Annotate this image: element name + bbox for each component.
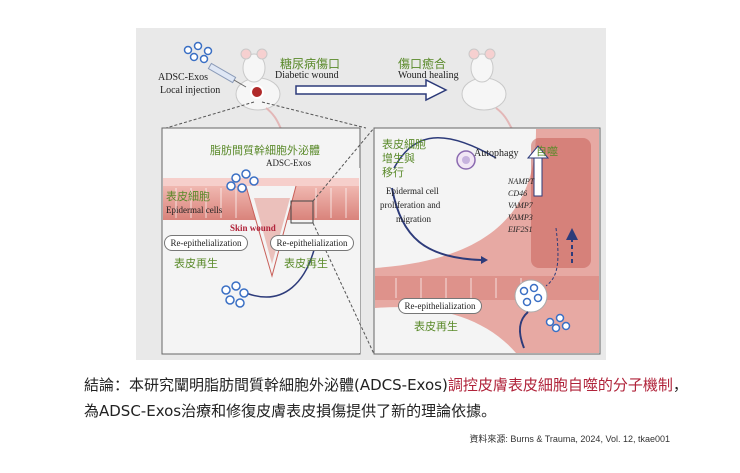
prolif-zh-3: 移行 bbox=[382, 166, 404, 179]
caption-part1: 結論：本研究闡明脂肪間質幹細胞外泌體(ADCS-Exos) bbox=[84, 376, 448, 394]
reepi-right-panel-label: Re-epithelialization bbox=[398, 298, 482, 314]
skin-wound-label: Skin wound bbox=[230, 223, 276, 233]
reepi-right-label: Re-epithelialization bbox=[270, 235, 354, 251]
healing-arrow-icon bbox=[295, 78, 448, 102]
caption: 結論：本研究闡明脂肪間質幹細胞外泌體(ADCS-Exos)調控皮膚表皮細胞自噬的… bbox=[84, 372, 694, 424]
prolif-zh-2: 增生與 bbox=[382, 152, 415, 165]
exosome-cluster-top-icon bbox=[183, 41, 213, 64]
injection-label-1: ADSC-Exos bbox=[158, 72, 209, 83]
autophagosome-icon bbox=[456, 150, 476, 170]
zoom-line-right bbox=[261, 101, 367, 129]
gene-list: NAMPT CD46 VAMP7 VAMP3 EIF2S1 bbox=[508, 176, 534, 236]
wound-healing-en: Wound healing bbox=[398, 70, 459, 81]
source-citation: 資料來源: Burns & Trauma, 2024, Vol. 12, tka… bbox=[469, 434, 670, 444]
autophagy-zh: 自噬 bbox=[536, 145, 558, 158]
regen-right-panel-zh: 表皮再生 bbox=[414, 320, 458, 333]
zoom-line-mid bbox=[312, 127, 375, 202]
regen-right-zh: 表皮再生 bbox=[284, 257, 328, 270]
adsc-exos-zh: 脂肪間質幹細胞外泌體 bbox=[210, 144, 320, 157]
syringe-icon bbox=[207, 62, 247, 88]
prolif-en-2: proliferation and bbox=[380, 200, 441, 210]
regen-left-zh: 表皮再生 bbox=[174, 257, 218, 270]
reepi-left-label: Re-epithelialization bbox=[164, 235, 248, 251]
gene-item: VAMP3 bbox=[508, 213, 533, 222]
gene-item: NAMPT bbox=[508, 177, 535, 186]
autophagy-en: Autophagy bbox=[474, 148, 519, 159]
gene-item: CD46 bbox=[508, 189, 528, 198]
wound-healing-zh: 傷口癒合 bbox=[398, 57, 447, 71]
exosome-path-arrow bbox=[245, 249, 315, 298]
diabetic-wound-en: Diabetic wound bbox=[275, 70, 339, 81]
zoom-line-mid2 bbox=[312, 222, 375, 355]
gene-item: EIF2S1 bbox=[508, 225, 533, 234]
prolif-en-3: migration bbox=[396, 214, 431, 224]
epidermal-zh: 表皮細胞 bbox=[166, 190, 210, 203]
adsc-exos-en: ADSC-Exos bbox=[266, 158, 312, 168]
prolif-zh-1: 表皮細胞 bbox=[382, 138, 426, 151]
diabetic-wound-zh: 糖尿病傷口 bbox=[280, 57, 341, 71]
exosome-cluster-left-icon bbox=[221, 169, 259, 308]
injection-label-2: Local injection bbox=[160, 85, 221, 96]
caption-part2: ，為ADSC-Exos治療和修復皮膚表皮損傷提供了新的理論依據。 bbox=[84, 376, 688, 420]
skin-tissue-left bbox=[163, 168, 360, 353]
caption-highlight: 調控皮膚表皮細胞自噬的分子機制 bbox=[447, 376, 673, 394]
dashed-link bbox=[545, 227, 559, 287]
upward-arrow-icon bbox=[526, 145, 578, 263]
diagram-figure: ADSC-Exos Local injection 糖尿病傷口 Diabetic… bbox=[136, 28, 606, 360]
exosome-cluster-right-icon bbox=[514, 279, 571, 349]
epidermal-en: Epidermal cells bbox=[166, 205, 223, 215]
gene-item: VAMP7 bbox=[508, 201, 533, 210]
zoom-line-left bbox=[165, 101, 255, 129]
mouse-right-icon bbox=[461, 48, 529, 134]
prolif-en-1: Epidermal cell bbox=[386, 186, 439, 196]
zoom-box bbox=[290, 200, 314, 224]
